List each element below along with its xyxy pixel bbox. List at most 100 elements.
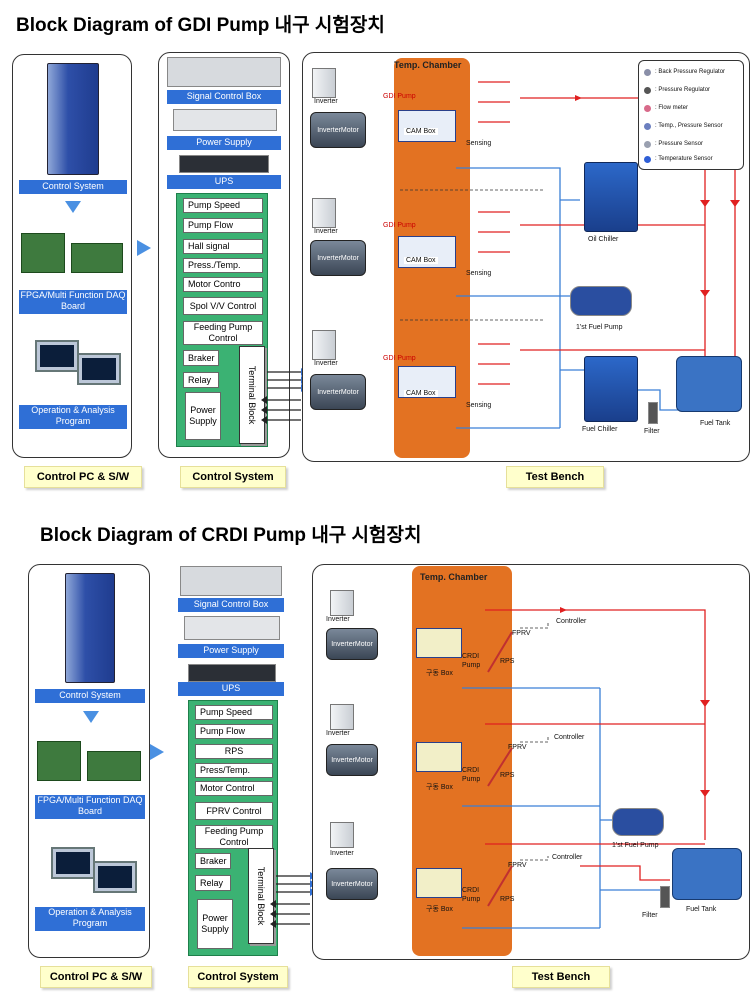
filter-label-2: Filter (642, 912, 658, 919)
server-rack (47, 63, 99, 175)
ups-label: UPS (167, 175, 281, 189)
temp-chamber-label: Temp. Chamber (394, 60, 462, 70)
braker-box-2: Braker (195, 853, 231, 869)
power-supply-device-2 (184, 616, 280, 640)
daq-label-2: FPGA/Multi Function DAQ Board (35, 795, 145, 819)
controller-label-3: Controller (552, 854, 583, 861)
signal-pump-speed: Pump Speed (183, 198, 263, 213)
crdi-inverter-1 (330, 590, 354, 616)
rps-label-2: RPS (500, 772, 515, 779)
temperature-sensor-icon (644, 156, 651, 163)
crdi-inverter-2 (330, 704, 354, 730)
control-pc-panel: Control System FPGA/Multi Function DAQ B… (12, 54, 132, 458)
signal-control-box-label: Signal Control Box (167, 90, 281, 104)
inverter-2 (312, 198, 336, 228)
signal-motor-control-2: Motor Control (195, 781, 273, 796)
crdi-pump-label-3: CRDI Pump (462, 887, 481, 903)
signal-rps: RPS (195, 744, 273, 759)
inverter-motor-1: InverterMotor (310, 112, 366, 148)
legend-label-5: : Temperature Sensor (655, 156, 713, 162)
legend-label-4: : Pressure Sensor (655, 141, 704, 147)
crdi-drive-box-2 (416, 742, 462, 772)
caption-control-system: Control System (180, 466, 286, 488)
ups-device (179, 155, 269, 173)
control-signal-panel: Pump Speed Pump Flow Hall signal Press./… (176, 193, 268, 447)
filter-label-1: Filter (644, 428, 660, 435)
fprv-label-3: FPRV (508, 862, 527, 869)
legend-box: : Back Pressure Regulator : Pressure Reg… (638, 60, 744, 170)
power-supply-label-2: Power Supply (178, 644, 284, 658)
signal-press-temp: Press./Temp. (183, 258, 263, 273)
signal-pump-flow-2: Pump Flow (195, 724, 273, 739)
terminal-block-2: Terminal Block (248, 848, 274, 944)
first-fuel-pump-2 (612, 808, 664, 836)
down-arrow-2 (83, 711, 99, 723)
signal-pump-flow: Pump Flow (183, 218, 263, 233)
power-supply-box-2: Power Supply (197, 899, 233, 949)
filter-1 (648, 402, 658, 424)
inverter-3 (312, 330, 336, 360)
monitor-1 (35, 340, 79, 372)
signal-control-box (167, 57, 281, 87)
fprv-label-2: FPRV (508, 744, 527, 751)
daq-card-1 (21, 233, 65, 273)
crdi-box-label-2: 구동 Box (426, 784, 453, 791)
fuel-tank-label-1: Fuel Tank (700, 420, 731, 427)
pressure-regulator-icon (644, 87, 651, 94)
signal-fprv-control: FPRV Control (195, 802, 273, 820)
signal-feeding-pump: Feeding Pump Control (183, 321, 263, 345)
crdi-box-label-3: 구동 Box (426, 906, 453, 913)
crdi-drive-box-1 (416, 628, 462, 658)
inverter-motor-3: InverterMotor (310, 374, 366, 410)
daq-card-2 (71, 243, 123, 273)
inverter-3-label: Inverter (314, 360, 338, 367)
inverter-2-label: Inverter (314, 228, 338, 235)
crdi-inverter-3 (330, 822, 354, 848)
signal-feeding-pump-2: Feeding Pump Control (195, 825, 273, 849)
monitor-4 (93, 861, 137, 893)
signal-press-temp-2: Press/Temp. (195, 763, 273, 778)
crdi-motor-2: InverterMotor (326, 744, 378, 776)
legend-label-0: : Back Pressure Regulator (655, 69, 726, 75)
crdi-box-label-1: 구동 Box (426, 670, 453, 677)
signal-control-box-2 (180, 566, 282, 596)
daq-card-4 (87, 751, 141, 781)
terminal-block: Terminal Block (239, 346, 265, 444)
fuel-tank-1 (676, 356, 742, 412)
daq-card-3 (37, 741, 81, 781)
fprv-label-1: FPRV (512, 630, 531, 637)
legend-label-1: : Pressure Regulator (655, 87, 711, 93)
crdi-inverter-1-label: Inverter (326, 616, 350, 623)
gdi-pump-label-3: GDI Pump (383, 355, 416, 362)
ups-label-2: UPS (178, 682, 284, 696)
pc-to-control-arrow-2 (150, 744, 164, 760)
filter-2 (660, 886, 670, 908)
diagram-title-gdi: Block Diagram of GDI Pump 내구 시험장치 (16, 15, 385, 36)
monitor-2 (77, 353, 121, 385)
cam-box-1 (398, 110, 456, 142)
signal-pump-speed-2: Pump Speed (195, 705, 273, 720)
crdi-drive-box-3 (416, 868, 462, 898)
rps-label-1: RPS (500, 658, 515, 665)
power-supply-label: Power Supply (167, 136, 281, 150)
diagram-title-crdi: Block Diagram of CRDI Pump 내구 시험장치 (40, 525, 422, 546)
crdi-inverter-2-label: Inverter (326, 730, 350, 737)
signal-hall: Hall signal (183, 239, 263, 254)
fuel-chiller-label: Fuel Chiller (582, 426, 618, 433)
caption-test-bench-2: Test Bench (512, 966, 610, 988)
oil-chiller (584, 162, 638, 232)
temp-chamber-label-2: Temp. Chamber (420, 572, 488, 582)
down-arrow (65, 201, 81, 213)
crdi-motor-1: InverterMotor (326, 628, 378, 660)
gdi-pump-label-2: GDI Pump (383, 222, 416, 229)
monitor-3 (51, 847, 95, 879)
power-supply-box: Power Supply (185, 392, 221, 440)
crdi-pump-label-1: CRDI Pump (462, 653, 481, 669)
program-label-2: Operation & Analysis Program (35, 907, 145, 931)
caption-control-pc: Control PC & S/W (24, 466, 142, 488)
crdi-pump-label-2: CRDI Pump (462, 767, 481, 783)
signal-control-box-label-2: Signal Control Box (178, 598, 284, 612)
first-fuel-pump-label-1: 1'st Fuel Pump (576, 324, 623, 331)
sensing-label-3: Sensing (466, 402, 492, 409)
inverter-motor-2: InverterMotor (310, 240, 366, 276)
